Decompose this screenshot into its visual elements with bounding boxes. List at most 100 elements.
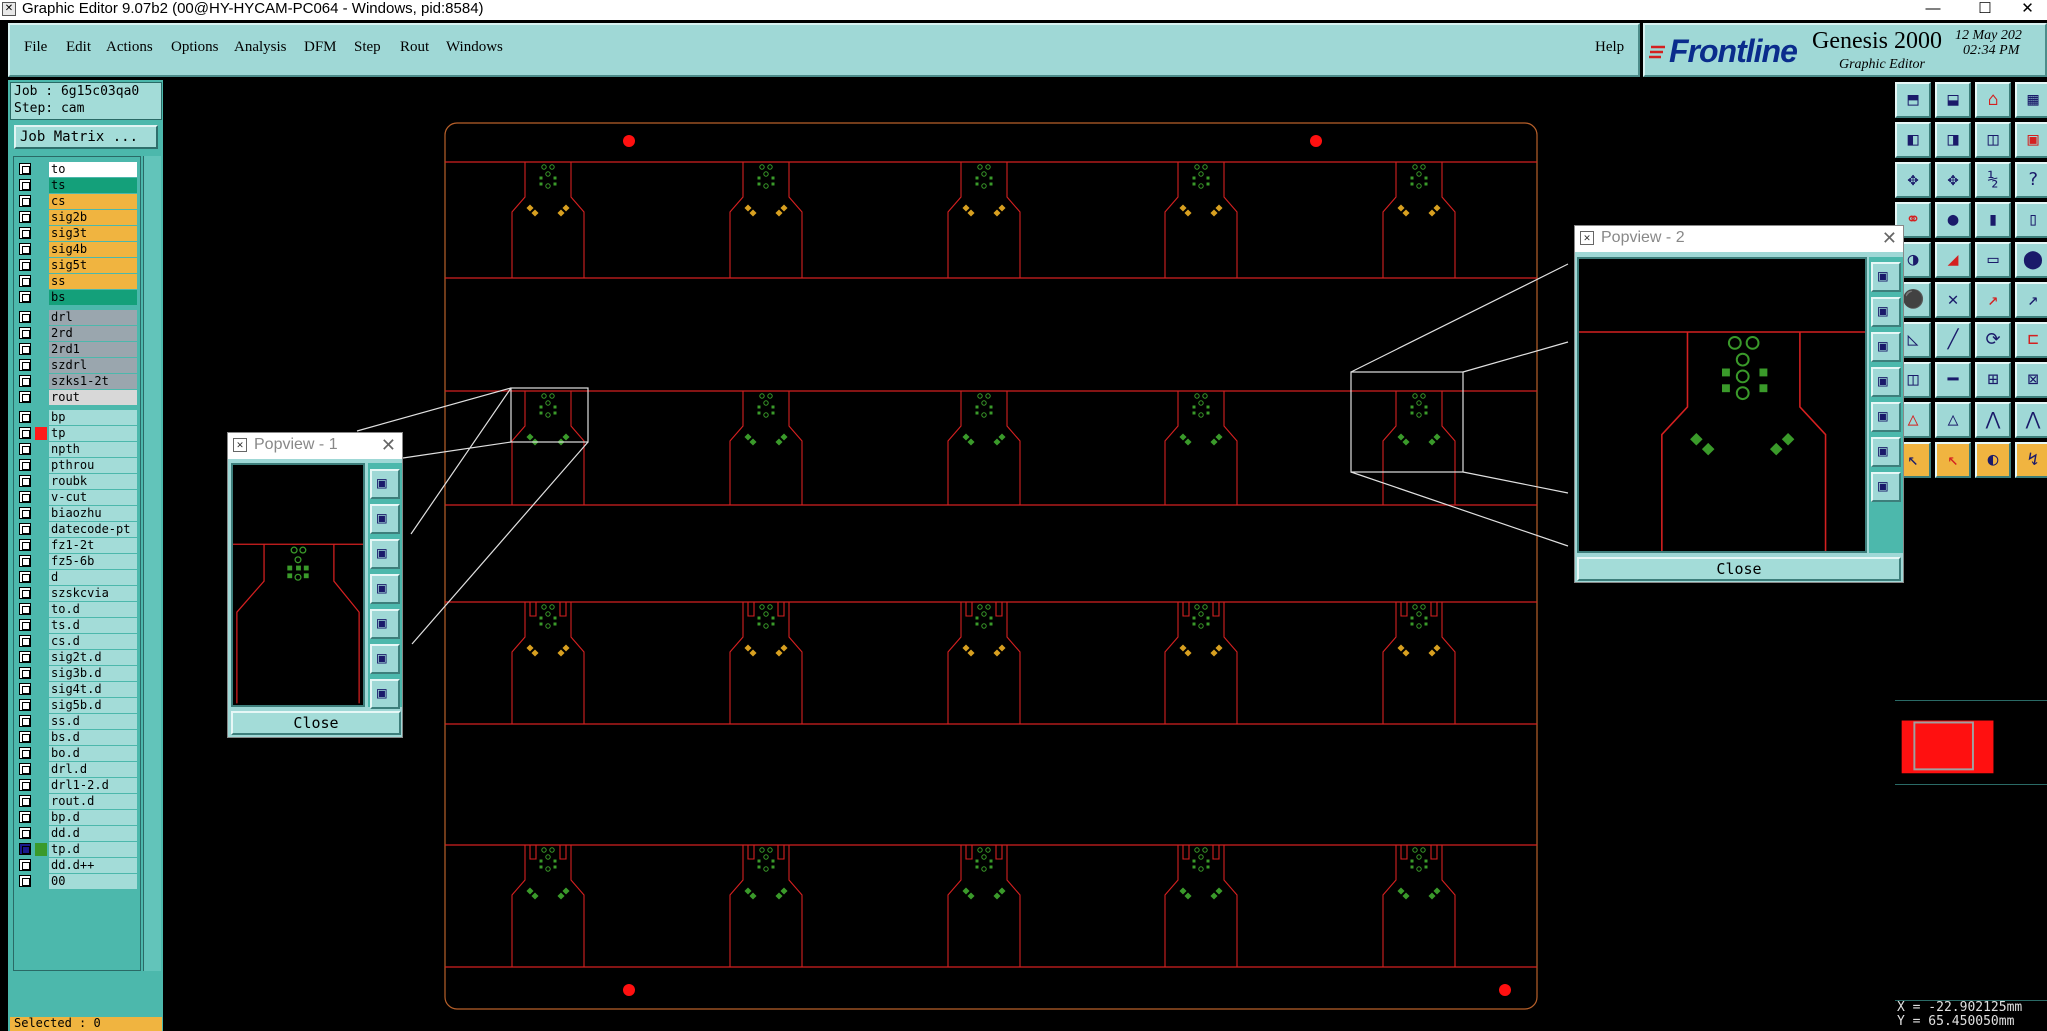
layer-row[interactable]: cs <box>16 194 140 209</box>
tool-button[interactable]: ✥ <box>1935 162 1971 198</box>
popview-tool-button[interactable]: ▣ <box>1871 402 1901 432</box>
layer-name[interactable]: bp <box>49 410 137 425</box>
layer-row[interactable]: sig3b.d <box>16 666 140 681</box>
popview-tool-button[interactable]: ▣ <box>370 539 400 569</box>
tool-button[interactable]: ⋀ <box>2015 402 2047 438</box>
layer-row[interactable]: bs.d <box>16 730 140 745</box>
layer-checkbox[interactable] <box>19 683 31 695</box>
popview-2-close-icon[interactable]: ✕ <box>1881 228 1897 248</box>
layer-name[interactable]: drl1-2.d <box>49 778 137 793</box>
layer-row[interactable]: drl <box>16 310 140 325</box>
tool-button[interactable]: ⊠ <box>2015 362 2047 398</box>
menu-actions[interactable]: Actions <box>106 39 153 55</box>
layer-checkbox[interactable] <box>19 427 31 439</box>
popview-tool-button[interactable]: ▣ <box>370 469 400 499</box>
layer-row[interactable]: pthrou <box>16 458 140 473</box>
layer-name[interactable]: cs <box>49 194 137 209</box>
tool-button[interactable]: ⌂ <box>1975 82 2011 118</box>
layer-name[interactable]: 2rd <box>49 326 137 341</box>
layer-checkbox[interactable] <box>19 555 31 567</box>
layer-name[interactable]: bs.d <box>49 730 137 745</box>
tool-button[interactable]: ╱ <box>1935 322 1971 358</box>
layer-row[interactable]: fz1-2t <box>16 538 140 553</box>
layer-checkbox[interactable] <box>19 523 31 535</box>
layer-checkbox[interactable] <box>19 699 31 711</box>
layer-row[interactable]: 2rd <box>16 326 140 341</box>
layer-name[interactable]: szskcvia <box>49 586 137 601</box>
tool-button[interactable]: ? <box>2015 162 2047 198</box>
tool-button[interactable]: ▯ <box>2015 202 2047 238</box>
layer-checkbox[interactable] <box>19 619 31 631</box>
layer-name[interactable]: roubk <box>49 474 137 489</box>
popview-1-window[interactable]: ✕ Popview - 1 ✕ Close ▣▣▣▣▣▣▣ <box>227 432 403 738</box>
layer-name[interactable]: sig3b.d <box>49 666 137 681</box>
tool-button[interactable]: ↖ <box>1935 442 1971 478</box>
layer-checkbox[interactable] <box>19 375 31 387</box>
popview-tool-button[interactable]: ▣ <box>1871 262 1901 292</box>
popview-tool-button[interactable]: ▣ <box>1871 332 1901 362</box>
layer-row[interactable]: ss <box>16 274 140 289</box>
layer-row[interactable]: tp.d <box>16 842 140 857</box>
layer-row[interactable]: szdrl <box>16 358 140 373</box>
popview-1-close-icon[interactable]: ✕ <box>380 435 396 455</box>
layer-name[interactable]: sig5b.d <box>49 698 137 713</box>
layer-checkbox[interactable] <box>19 179 31 191</box>
layer-checkbox[interactable] <box>19 603 31 615</box>
layer-checkbox[interactable] <box>19 539 31 551</box>
layer-row[interactable]: ts.d <box>16 618 140 633</box>
layer-name[interactable]: 2rd1 <box>49 342 137 357</box>
layer-checkbox[interactable] <box>19 359 31 371</box>
layer-checkbox[interactable] <box>19 859 31 871</box>
tool-button[interactable]: ⬓ <box>1935 82 1971 118</box>
layer-name[interactable]: sig5t <box>49 258 137 273</box>
layer-checkbox[interactable] <box>19 491 31 503</box>
layer-row[interactable]: cs.d <box>16 634 140 649</box>
layer-row[interactable]: sig4b <box>16 242 140 257</box>
popview-2-view[interactable] <box>1577 257 1867 553</box>
layer-row[interactable]: drl.d <box>16 762 140 777</box>
popview-2-window[interactable]: ✕ Popview - 2 ✕ Close ▣▣▣▣▣▣▣ <box>1574 225 1904 583</box>
layer-row[interactable]: 2rd1 <box>16 342 140 357</box>
layer-name[interactable]: cs.d <box>49 634 137 649</box>
layer-name[interactable]: bs <box>49 290 137 305</box>
layer-checkbox[interactable] <box>19 343 31 355</box>
layer-checkbox[interactable] <box>19 715 31 727</box>
layer-name[interactable]: sig4b <box>49 242 137 257</box>
layer-row[interactable]: datecode-pt <box>16 522 140 537</box>
layer-checkbox[interactable] <box>19 667 31 679</box>
layer-row[interactable]: 00 <box>16 874 140 889</box>
layer-checkbox[interactable] <box>19 747 31 759</box>
popview-tool-button[interactable]: ▣ <box>1871 367 1901 397</box>
layer-name[interactable]: szdrl <box>49 358 137 373</box>
tool-button[interactable]: ⟳ <box>1975 322 2011 358</box>
layer-name[interactable]: d <box>49 570 137 585</box>
layer-checkbox[interactable] <box>19 731 31 743</box>
layer-checkbox[interactable] <box>19 763 31 775</box>
job-matrix-button[interactable]: Job Matrix ... <box>14 125 158 149</box>
popview-2-close-button[interactable]: Close <box>1577 557 1901 581</box>
layer-row[interactable]: to.d <box>16 602 140 617</box>
layer-name[interactable]: drl <box>49 310 137 325</box>
tool-button[interactable]: ◨ <box>1935 122 1971 158</box>
layer-name[interactable]: sig3t <box>49 226 137 241</box>
popview-2-titlebar[interactable]: ✕ Popview - 2 ✕ <box>1575 226 1903 252</box>
tool-button[interactable]: ● <box>1935 202 1971 238</box>
layer-name[interactable]: tp.d <box>49 842 137 857</box>
menu-rout[interactable]: Rout <box>400 39 430 55</box>
tool-button[interactable]: ▣ <box>2015 122 2047 158</box>
layer-name[interactable]: dd.d <box>49 826 137 841</box>
popview-1-close-button[interactable]: Close <box>231 711 401 735</box>
menu-analysis[interactable]: Analysis <box>234 39 287 55</box>
layer-checkbox[interactable] <box>19 259 31 271</box>
layer-row[interactable]: ts <box>16 178 140 193</box>
tool-button[interactable]: ↯ <box>2015 442 2047 478</box>
layer-row[interactable]: bp.d <box>16 810 140 825</box>
layer-checkbox[interactable] <box>19 651 31 663</box>
layer-name[interactable]: pthrou <box>49 458 137 473</box>
tool-button[interactable]: ⊞ <box>1975 362 2011 398</box>
layer-row[interactable]: szks1-2t <box>16 374 140 389</box>
layer-checkbox[interactable] <box>19 635 31 647</box>
layer-row[interactable]: bp <box>16 410 140 425</box>
menu-windows[interactable]: Windows <box>446 39 503 55</box>
layer-checkbox[interactable] <box>19 475 31 487</box>
